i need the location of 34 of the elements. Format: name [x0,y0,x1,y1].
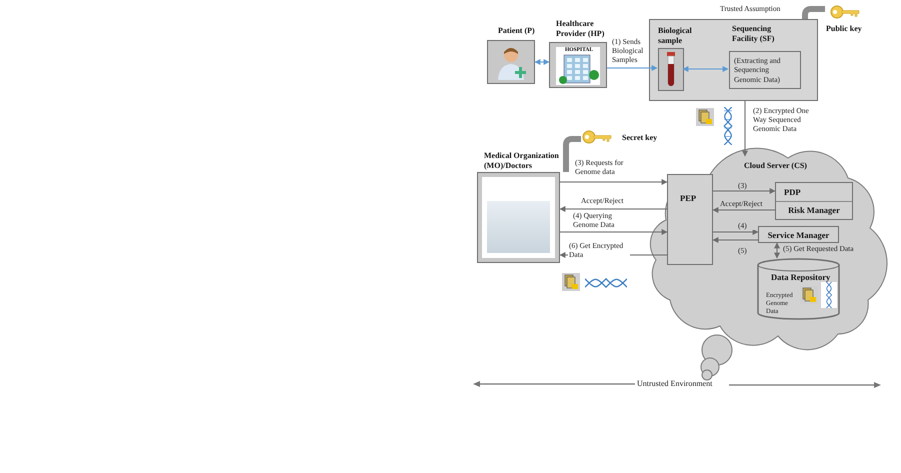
arrow [534,59,550,65]
component-label: Risk Manager [788,205,840,216]
cloud-shape [648,150,888,380]
component-box [775,182,853,220]
arrow [559,206,668,212]
key-label: Secret key [622,133,658,143]
arrow [712,188,776,194]
component-box [758,226,839,243]
node-heading: Cloud Server (CS) [744,161,807,171]
arrow [712,237,758,243]
component-label: Service Manager [768,230,830,240]
node-heading: Medical Organization (MO)/Doctors [484,151,560,171]
zone-label: Untrusted Environment [637,379,712,388]
arrow [606,65,658,71]
arrow [712,229,759,235]
node-heading: Sequencing Facility (SF) [732,24,776,44]
component-label: Data Repository [771,272,830,282]
component-label: PDP [784,186,801,197]
arrow [560,229,668,235]
component-label: PEP [680,193,696,203]
arrow [742,100,748,157]
component-box [667,174,713,265]
node-heading: Biological sample [658,26,693,46]
key-label: Public key [826,24,862,34]
database-cylinder [757,258,840,320]
process-box [729,51,801,89]
arrow [560,179,668,185]
arrow [774,242,780,259]
node-heading: Patient (P) [498,26,535,36]
arrow [712,207,776,213]
bent-arrow [563,136,582,172]
bent-arrow [802,6,826,19]
arrow [682,66,729,72]
node-heading: Healthcare Provider (HP) [556,19,606,39]
